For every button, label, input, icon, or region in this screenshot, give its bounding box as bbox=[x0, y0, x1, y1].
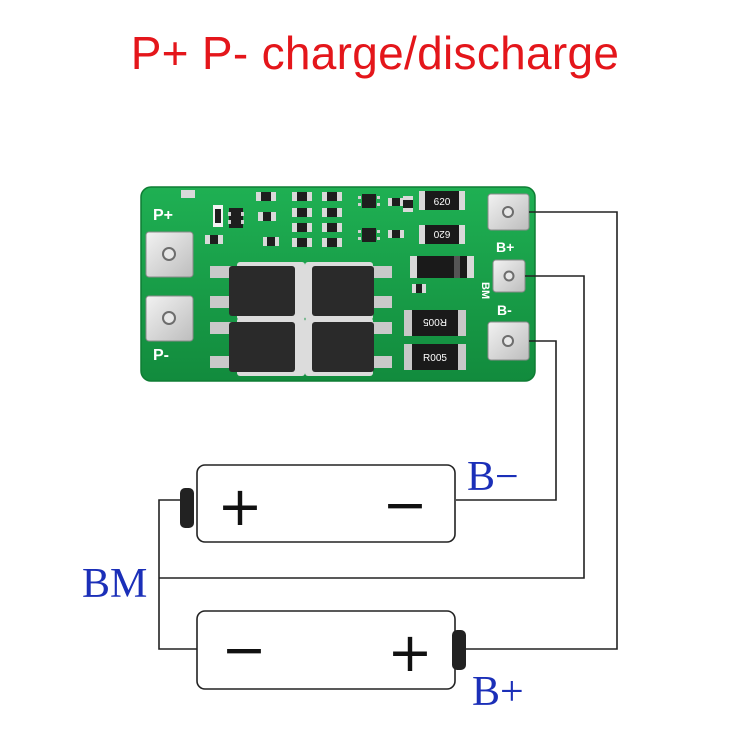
cell2-minus-sign: − bbox=[221, 618, 266, 681]
resistor-620-bottom: 620 bbox=[419, 225, 465, 244]
page-title: P+ P- charge/discharge bbox=[130, 27, 620, 79]
label-bm: BM bbox=[82, 561, 147, 607]
cell1-plus-sign: + bbox=[217, 475, 262, 538]
resistor-620-label-1: 620 bbox=[434, 197, 451, 208]
pad-b-plus bbox=[487, 193, 530, 231]
pad-label-b-minus: B- bbox=[497, 302, 512, 318]
shunt-resistor-1: R005 bbox=[404, 310, 466, 336]
pad-label-b-plus: B+ bbox=[496, 239, 514, 255]
pad-b-minus bbox=[487, 321, 530, 361]
smd-components-top bbox=[181, 190, 413, 247]
battery-cell-2: − + bbox=[196, 610, 466, 690]
resistor-620-label-2: 620 bbox=[433, 228, 450, 239]
wire-b-minus bbox=[456, 340, 557, 501]
bms-board: P+ P- B+ BM B- bbox=[140, 186, 536, 382]
pad-label-p-plus: P+ bbox=[153, 207, 173, 224]
battery-cell-1: + − bbox=[180, 464, 456, 543]
pad-label-bm: BM bbox=[479, 282, 491, 299]
wires bbox=[158, 211, 618, 650]
wire-bm-left bbox=[158, 499, 197, 650]
label-b-plus: B+ bbox=[472, 669, 524, 715]
mosfet-array bbox=[210, 262, 392, 376]
pad-p-plus bbox=[145, 231, 194, 278]
pad-p-minus bbox=[145, 295, 194, 342]
cell1-minus-sign: − bbox=[382, 473, 427, 536]
pad-label-p-minus: P- bbox=[153, 347, 169, 364]
label-b-minus: B− bbox=[467, 454, 519, 500]
shunt-label-2: R005 bbox=[423, 353, 447, 364]
wire-b-plus bbox=[462, 211, 618, 650]
pad-bm bbox=[492, 259, 526, 293]
shunt-label-1: R005 bbox=[423, 316, 447, 327]
resistor-620-top: 620 bbox=[419, 191, 465, 210]
shunt-resistor-2: R005 bbox=[404, 344, 466, 370]
cell2-plus-sign: + bbox=[387, 621, 432, 684]
diode bbox=[410, 256, 474, 278]
wire-bm bbox=[159, 275, 585, 579]
